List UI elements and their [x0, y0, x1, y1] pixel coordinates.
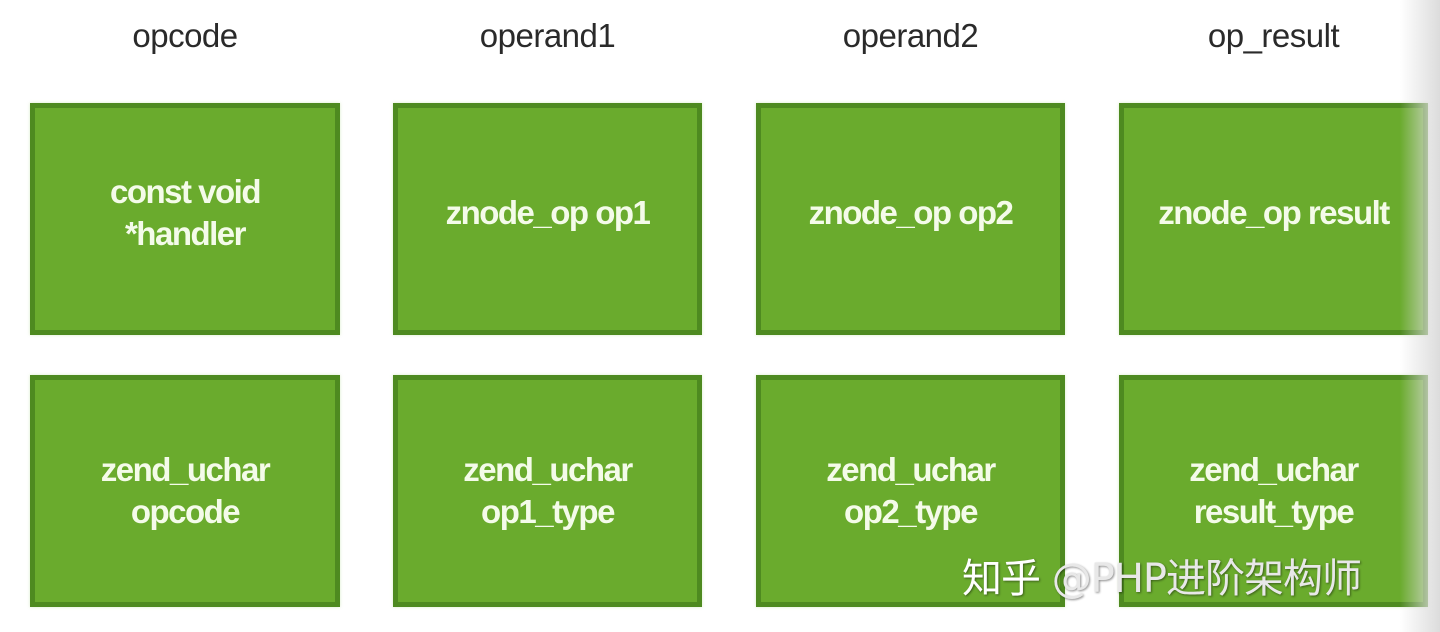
- box-handler: const void *handler: [30, 103, 340, 335]
- watermark-author: @PHP进阶架构师: [1051, 556, 1362, 602]
- box-label: znode_op result: [1158, 194, 1390, 231]
- box-result-type: zend_uchar result_type: [1119, 375, 1428, 607]
- box-op2: znode_op op2: [756, 103, 1065, 335]
- box-result: znode_op result: [1119, 103, 1428, 335]
- box-label: zend_uchar opcode: [100, 451, 271, 530]
- box-label: const void *handler: [109, 173, 262, 252]
- box-op1: znode_op op1: [393, 103, 702, 335]
- box-label: zend_uchar op1_type: [463, 451, 633, 530]
- box-label: zend_uchar result_type: [1189, 451, 1359, 530]
- watermark: 知乎 @PHP进阶架构师: [962, 546, 1362, 604]
- header-operand1: operand1: [479, 17, 616, 54]
- header-opcode: opcode: [132, 17, 238, 54]
- box-opcode: zend_uchar opcode: [30, 375, 340, 607]
- box-label: znode_op op2: [808, 194, 1014, 231]
- box-label: znode_op op1: [445, 194, 651, 231]
- watermark-site: 知乎: [962, 556, 1041, 602]
- box-label: zend_uchar op2_type: [826, 451, 996, 530]
- header-operand2: operand2: [842, 17, 979, 54]
- box-op2-type: zend_uchar op2_type: [756, 375, 1065, 607]
- header-op-result: op_result: [1207, 17, 1340, 54]
- box-op1-type: zend_uchar op1_type: [393, 375, 702, 607]
